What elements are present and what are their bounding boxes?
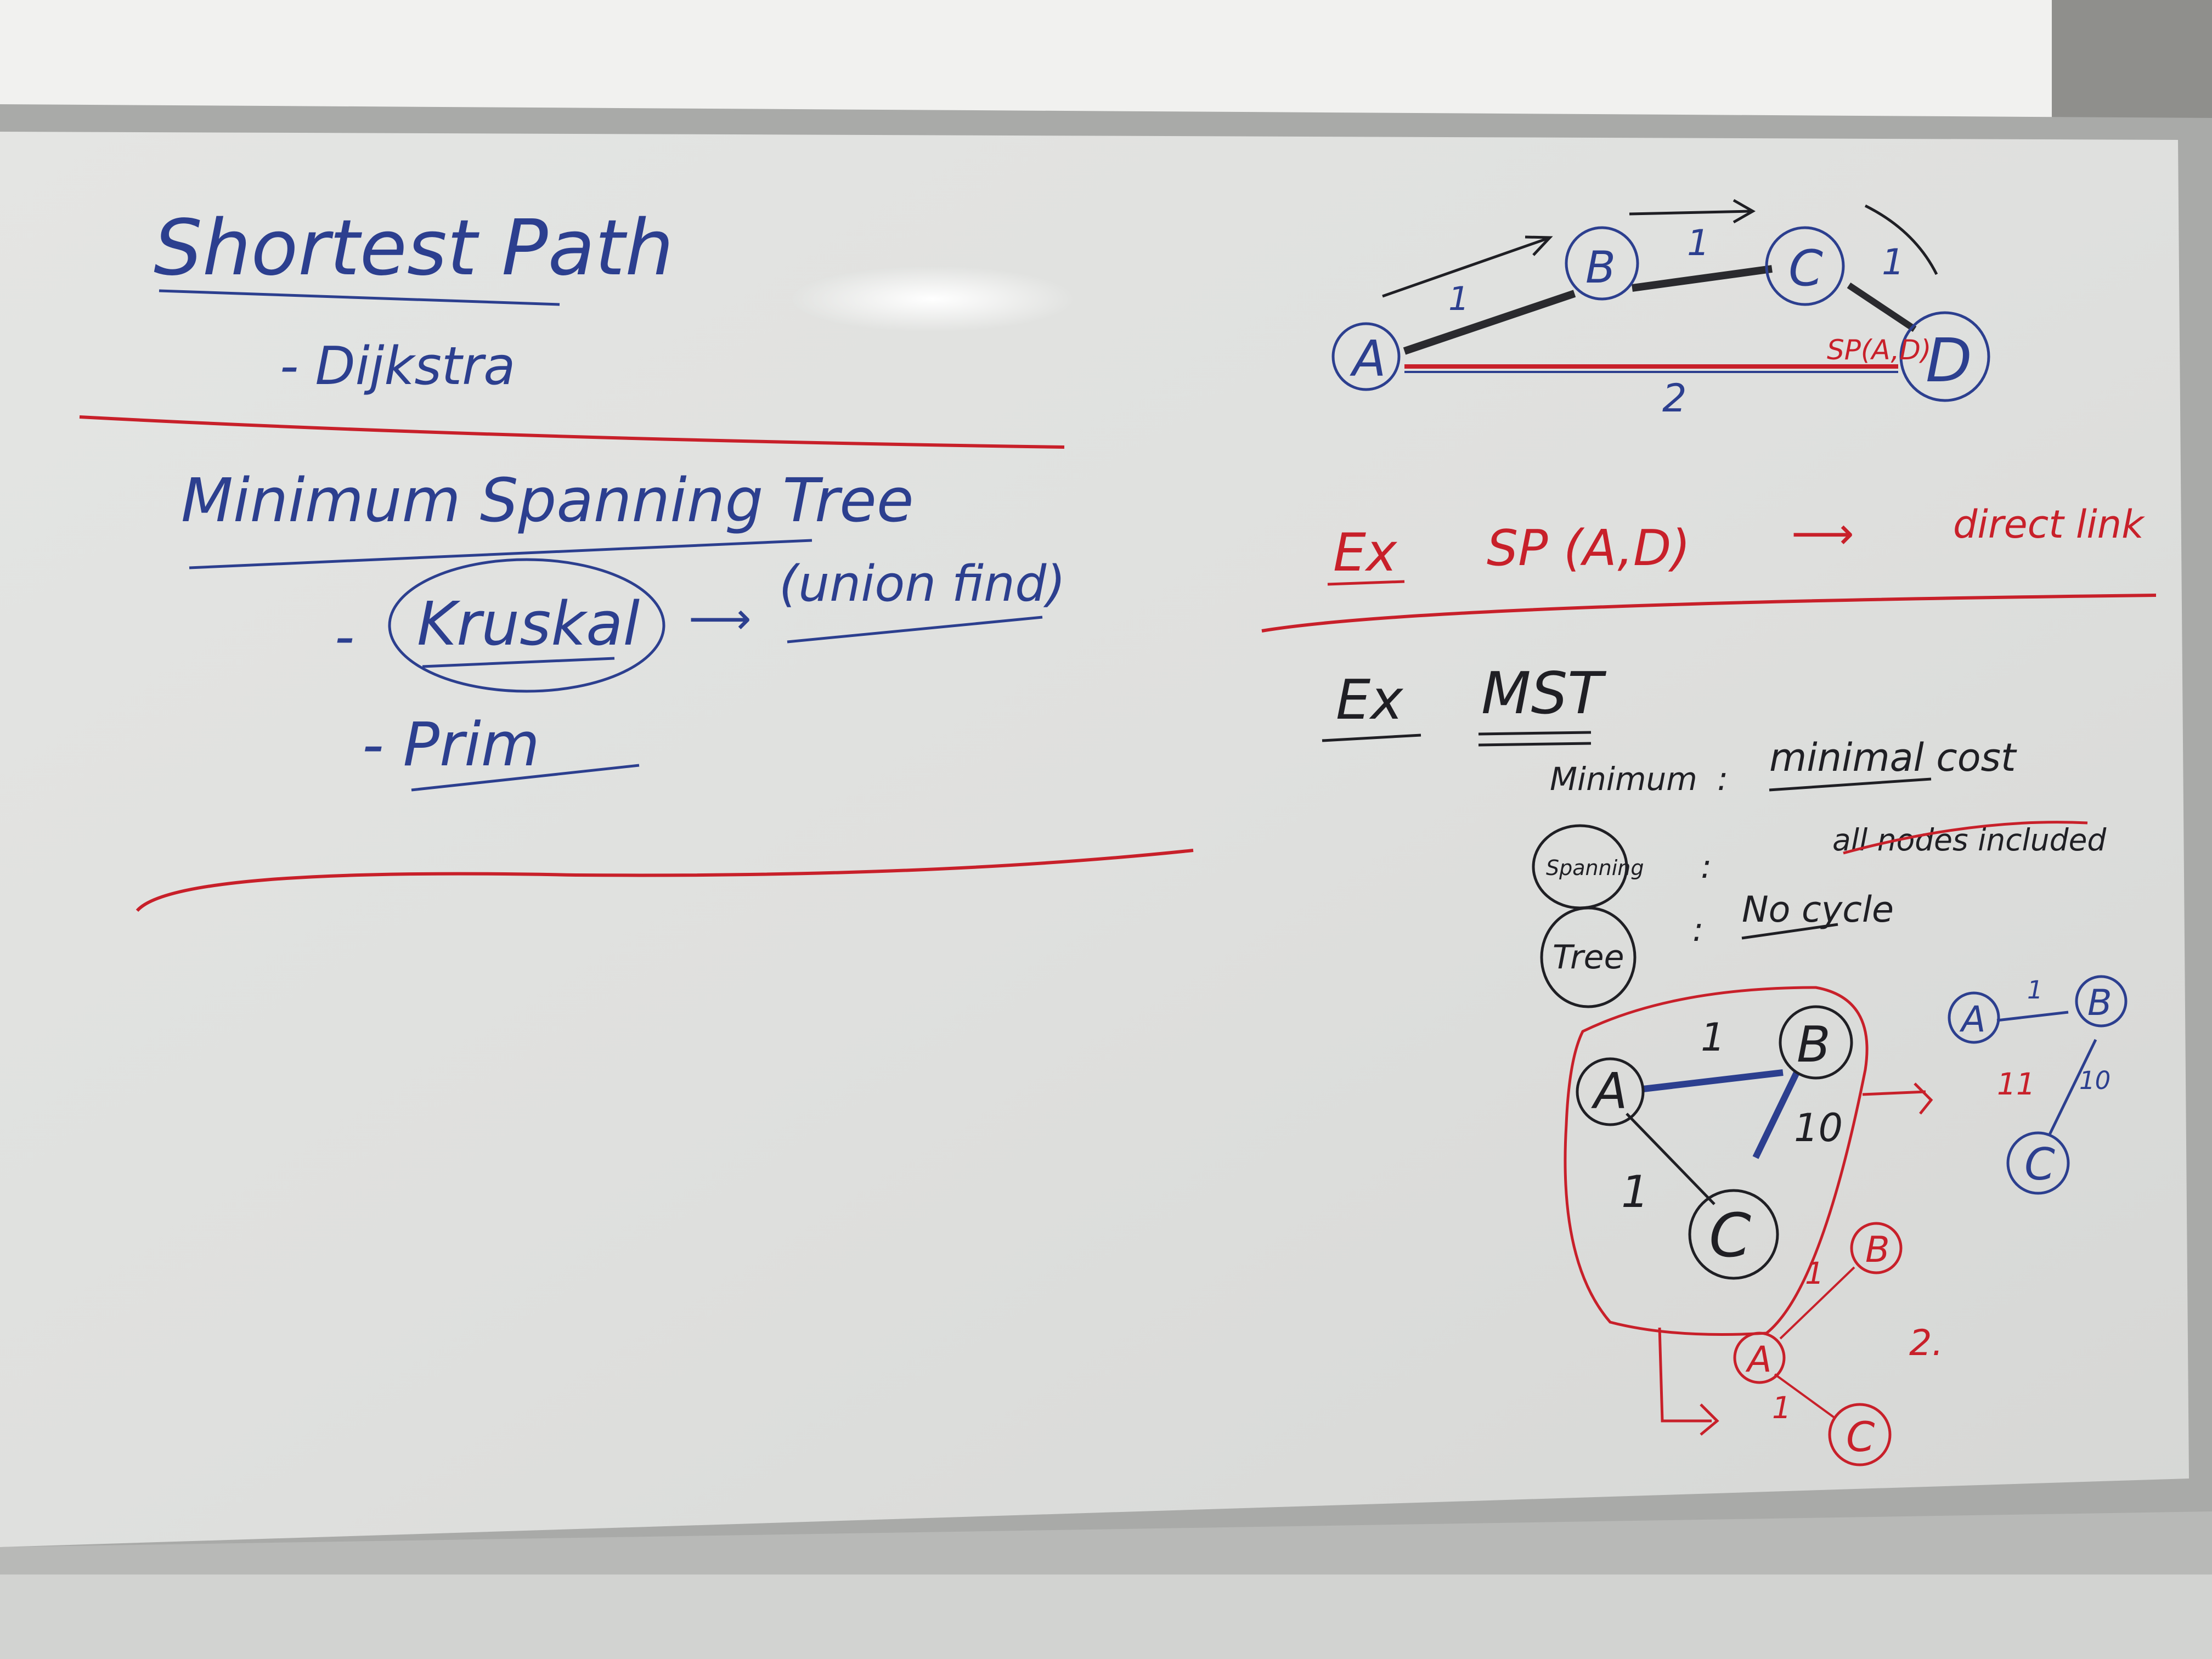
handwritten-text: A — [1745, 1339, 1771, 1380]
board-surface — [0, 132, 2189, 1547]
ex2-label: Ex — [1336, 668, 1404, 732]
ex1-sp: SP (A,D) — [1487, 520, 1690, 577]
node-b — [1565, 226, 1639, 301]
node-c — [1765, 226, 1845, 306]
node-a — [1576, 1057, 1645, 1126]
handwritten-text: A — [1591, 1063, 1628, 1120]
handwritten-text: 1 — [1772, 1390, 1791, 1425]
node-a — [1948, 991, 2000, 1044]
ex1-direct-link: direct link — [1953, 502, 2145, 547]
node-a — [1733, 1331, 1786, 1384]
ex2-mst: MST — [1481, 660, 1606, 727]
node-a — [1331, 322, 1401, 391]
kruskal-circle — [388, 558, 665, 693]
item-union-find: (union find) — [779, 555, 1065, 613]
dash: - — [335, 605, 354, 669]
handwritten-text: : — [1701, 848, 1712, 886]
graph-red-small: A B C 1 1 2. — [1733, 1222, 1943, 1466]
divider-red — [79, 415, 1065, 449]
node-c — [1828, 1403, 1892, 1466]
handwritten-text: A — [1959, 999, 1985, 1040]
underline — [411, 764, 640, 792]
floor — [0, 1575, 2212, 1659]
handwritten-text: 1 — [1448, 280, 1469, 318]
node-b — [2075, 975, 2128, 1028]
handwritten-text: 1 — [1687, 223, 1709, 264]
handwritten-text: B — [1585, 242, 1616, 293]
node-c — [1688, 1189, 1779, 1280]
underline — [159, 289, 560, 306]
handwritten-text: 1 — [1621, 1166, 1649, 1217]
divider-red — [1261, 594, 2157, 633]
marker-tray — [0, 1511, 2212, 1591]
node-c — [2006, 1131, 2070, 1195]
arrow: ⟶ — [1791, 508, 1854, 559]
handwritten-text: : — [1692, 911, 1703, 949]
underline — [1478, 742, 1592, 747]
tree-label: Tree — [1553, 938, 1624, 977]
handwritten-text: C — [2024, 1139, 2055, 1190]
tree-circle — [1540, 906, 1637, 1008]
underline — [1327, 580, 1405, 586]
no-cycle: No cycle — [1742, 889, 1894, 930]
handwritten-text: 10 — [2079, 1066, 2111, 1095]
handwritten-text: 1 — [1701, 1015, 1725, 1060]
handwritten-text: 2. — [1909, 1323, 1943, 1364]
sp-label: SP(A,D) — [1827, 334, 1931, 366]
minimal-cost: minimal cost — [1769, 735, 2017, 780]
node-d — [1899, 311, 1990, 402]
handwritten-text: 2 — [1662, 376, 1687, 421]
underline — [1322, 733, 1421, 742]
spanning-label: Spanning — [1546, 856, 1644, 880]
handwritten-text: 11 — [1997, 1066, 2035, 1102]
handwritten-text: 10 — [1794, 1105, 1843, 1150]
underline — [422, 657, 615, 668]
handwritten-text: : — [1717, 760, 1728, 798]
node-b — [1779, 1005, 1853, 1080]
underline-red — [1843, 821, 2088, 855]
node-b — [1850, 1222, 1903, 1274]
minimum-label: Minimum — [1550, 760, 1697, 798]
handwritten-text: C — [1788, 240, 1823, 297]
handwritten-text: B — [2087, 983, 2112, 1024]
handwritten-text: 1 — [1882, 242, 1904, 283]
underline — [1478, 731, 1592, 736]
item-kruskal: Kruskal — [417, 589, 640, 659]
handwritten-text: A — [1350, 330, 1386, 388]
handwritten-text: B — [1865, 1229, 1890, 1271]
item-prim: - Prim — [362, 709, 540, 780]
underline — [189, 539, 812, 569]
graph-shortest-path: A B C D 1 1 1 2 SP(A,D) — [1331, 199, 1990, 421]
handwritten-text: 1 — [1805, 1256, 1824, 1291]
ex1-label: Ex — [1333, 523, 1398, 583]
handwritten-text: D — [1926, 325, 1972, 396]
arrow: ⟶ — [689, 593, 752, 644]
heading-mst: Minimum Spanning Tree — [181, 465, 914, 535]
handwritten-text: C — [1846, 1413, 1875, 1461]
underline — [1769, 777, 1932, 792]
item-dijkstra: - Dijkstra — [280, 336, 515, 397]
title-shortest-path: Shortest Path — [154, 204, 674, 293]
handwritten-text: 1 — [2027, 975, 2043, 1005]
graph-mst-example: A B C 1 10 1 — [1564, 986, 1933, 1436]
handwritten-text: C — [1709, 1200, 1751, 1271]
divider-red — [136, 849, 1194, 912]
underline — [787, 616, 1043, 644]
handwritten-text: B — [1797, 1016, 1831, 1074]
underline — [1741, 923, 1838, 940]
light-glare — [790, 266, 1075, 332]
graph-blue-small: A B C 1 10 11 — [1948, 975, 2128, 1195]
